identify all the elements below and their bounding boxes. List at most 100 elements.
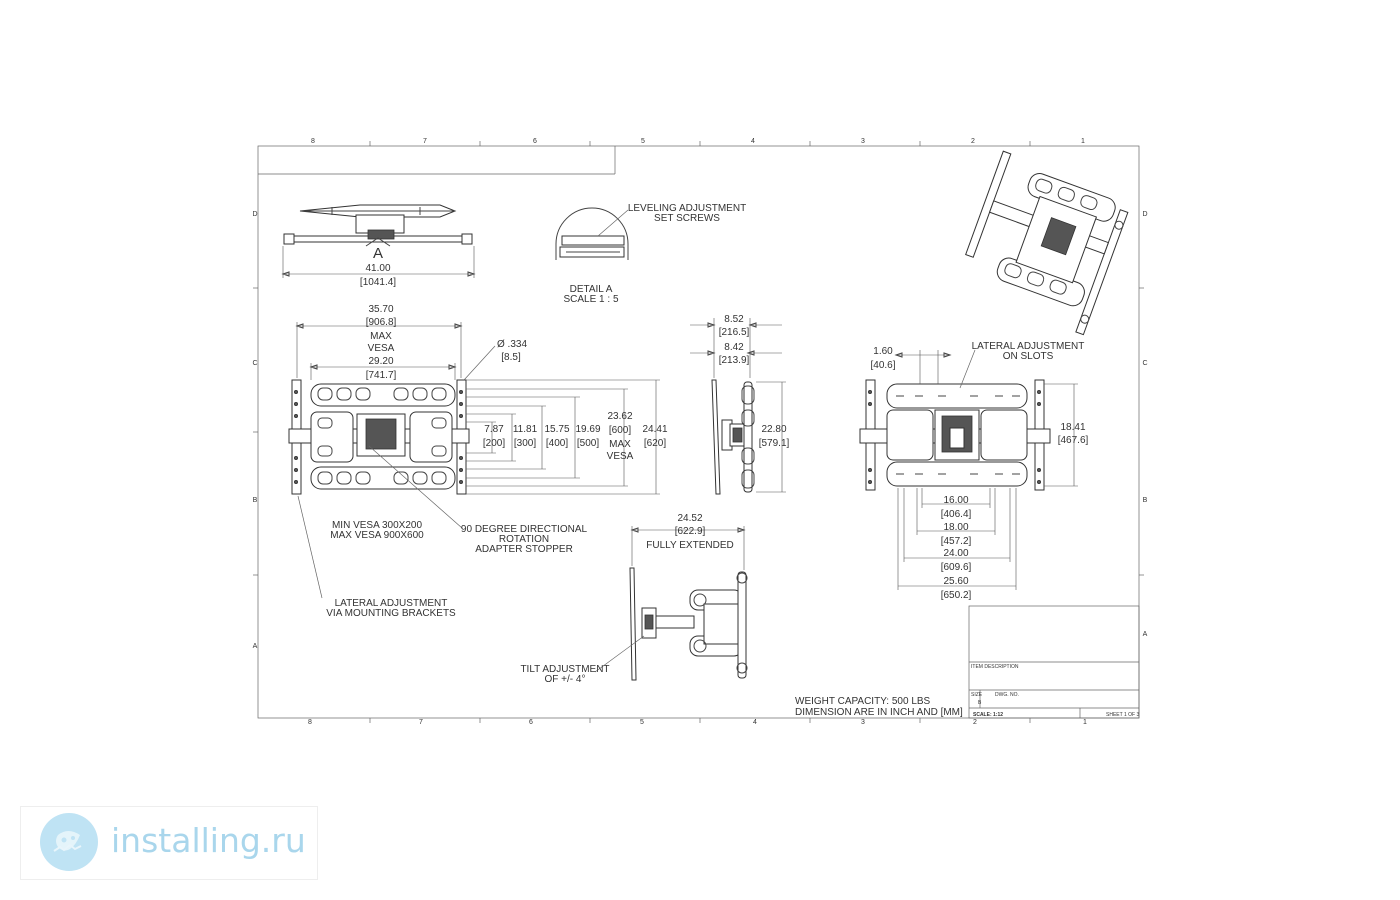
zone-row-b: B — [253, 497, 258, 504]
height-600-in: 23.62 — [607, 411, 632, 422]
watermark-text: installing.ru — [111, 821, 306, 860]
detail-a-title: DETAIL A — [570, 284, 613, 295]
zone-row-d-right: D — [1142, 211, 1147, 218]
dimension-units-note: DIMENSION ARE IN INCH AND [MM] — [795, 707, 963, 718]
extension-in: 24.52 — [677, 513, 702, 524]
zone-row-a-right: A — [1143, 631, 1148, 638]
zone-col-2-bottom: 2 — [973, 719, 977, 726]
max-label: MAX — [370, 331, 392, 342]
min-width-mm: [741.7] — [366, 370, 397, 381]
tilt-callout-line2: OF +/- 4° — [545, 674, 586, 685]
rear-width-650-in: 25.60 — [943, 576, 968, 587]
height-200-mm: [200] — [483, 438, 505, 449]
zone-row-d: D — [252, 211, 257, 218]
rotation-callout-line2: ROTATION — [499, 534, 549, 545]
zone-col-8: 8 — [311, 138, 315, 145]
zone-col-3: 3 — [861, 138, 865, 145]
rear-slot-mm: [40.6] — [870, 360, 895, 371]
title-size-label: SIZE — [971, 692, 983, 698]
rear-height-in: 18.41 — [1060, 422, 1085, 433]
zone-col-6: 6 — [533, 138, 537, 145]
zone-row-c-right: C — [1142, 360, 1147, 367]
title-size-value: B — [978, 700, 982, 706]
min-width-in: 29.20 — [368, 356, 393, 367]
max-vesa-width-mm: [906.8] — [366, 317, 397, 328]
side-depth-min-mm: [213.9] — [719, 355, 750, 366]
side-depth-min-in: 8.42 — [724, 342, 744, 353]
zone-col-4-bottom: 4 — [753, 719, 757, 726]
watermark: installing.ru — [20, 806, 318, 880]
zone-col-8-bottom: 8 — [308, 719, 312, 726]
height-600-max: MAX — [609, 439, 631, 450]
title-dwg-label: DWG. NO. — [995, 692, 1019, 698]
lateral-slots-line1: LATERAL ADJUSTMENT — [972, 341, 1085, 352]
zone-labels: 8 7 6 5 4 3 2 1 8 7 6 5 4 3 2 1 D C B A … — [252, 138, 1147, 726]
zone-col-3-bottom: 3 — [861, 719, 865, 726]
zone-col-7: 7 — [423, 138, 427, 145]
side-height-in: 22.80 — [761, 424, 786, 435]
height-600-mm: [600] — [609, 425, 631, 436]
rear-slot-in: 1.60 — [873, 346, 893, 357]
detail-a-view — [555, 207, 629, 260]
zone-col-5-bottom: 5 — [640, 719, 644, 726]
leveling-callout-line2: SET SCREWS — [654, 213, 720, 224]
extension-label: FULLY EXTENDED — [646, 540, 733, 551]
height-620-in: 24.41 — [642, 424, 667, 435]
zone-row-b-right: B — [1143, 497, 1148, 504]
detail-a-marker: A — [373, 245, 383, 262]
title-sheet: SHEET 1 OF 3 — [1106, 712, 1139, 718]
zone-col-7-bottom: 7 — [419, 719, 423, 726]
rear-width-609-mm: [609.6] — [941, 562, 972, 573]
rotation-callout-line1: 90 DEGREE DIRECTIONAL — [461, 524, 588, 535]
weight-capacity-note: WEIGHT CAPACITY: 500 LBS — [795, 696, 931, 707]
top-width-mm: [1041.4] — [360, 277, 396, 288]
height-300-mm: [300] — [514, 438, 536, 449]
height-600-vesa: VESA — [607, 451, 634, 462]
zone-col-2: 2 — [971, 138, 975, 145]
extension-mm: [622.9] — [675, 526, 706, 537]
extended-view — [594, 526, 748, 681]
side-view — [690, 318, 786, 495]
vesa-note-max: MAX VESA 900X600 — [330, 530, 424, 541]
height-300-in: 11.81 — [513, 424, 538, 435]
zone-row-c: C — [252, 360, 257, 367]
tilt-callout-line1: TILT ADJUSTMENT — [520, 664, 609, 675]
zone-row-a: A — [253, 643, 258, 650]
front-view — [288, 322, 660, 599]
sheet-frame — [253, 141, 1144, 723]
isometric-view — [965, 150, 1129, 336]
height-200-in: 7.87 — [484, 424, 504, 435]
rear-width-406-in: 16.00 — [943, 495, 968, 506]
vesa-note-min: MIN VESA 300X200 — [332, 520, 422, 531]
title-item-description: ITEM DESCRIPTION — [971, 664, 1019, 670]
height-400-in: 15.75 — [544, 424, 569, 435]
zone-col-4: 4 — [751, 138, 755, 145]
title-block — [968, 605, 1140, 719]
title-scale: SCALE: 1:12 — [973, 712, 1003, 718]
height-400-mm: [400] — [546, 438, 568, 449]
rear-width-457-mm: [457.2] — [941, 536, 972, 547]
rear-view — [859, 349, 1078, 590]
rotation-callout-line3: ADAPTER STOPPER — [475, 544, 573, 555]
side-depth-max-mm: [216.5] — [719, 327, 750, 338]
rear-width-609-in: 24.00 — [943, 548, 968, 559]
zone-col-6-bottom: 6 — [529, 719, 533, 726]
height-620-mm: [620] — [644, 438, 666, 449]
height-500-in: 19.69 — [575, 424, 600, 435]
lateral-brackets-line2: VIA MOUNTING BRACKETS — [326, 608, 456, 619]
rear-height-mm: [467.6] — [1058, 435, 1089, 446]
rear-width-406-mm: [406.4] — [941, 509, 972, 520]
zone-col-5: 5 — [641, 138, 645, 145]
rear-width-457-in: 18.00 — [943, 522, 968, 533]
installing-logo-icon — [40, 813, 98, 871]
top-view — [281, 204, 476, 278]
zone-col-1: 1 — [1081, 138, 1085, 145]
hole-diameter-in: Ø .334 — [497, 339, 527, 350]
rear-width-650-mm: [650.2] — [941, 590, 972, 601]
zone-col-1-bottom: 1 — [1083, 719, 1087, 726]
top-width-in: 41.00 — [365, 263, 390, 274]
max-vesa-width-in: 35.70 — [368, 304, 393, 315]
detail-a-scale: SCALE 1 : 5 — [563, 294, 618, 305]
leveling-callout-line1: LEVELING ADJUSTMENT — [628, 203, 746, 214]
